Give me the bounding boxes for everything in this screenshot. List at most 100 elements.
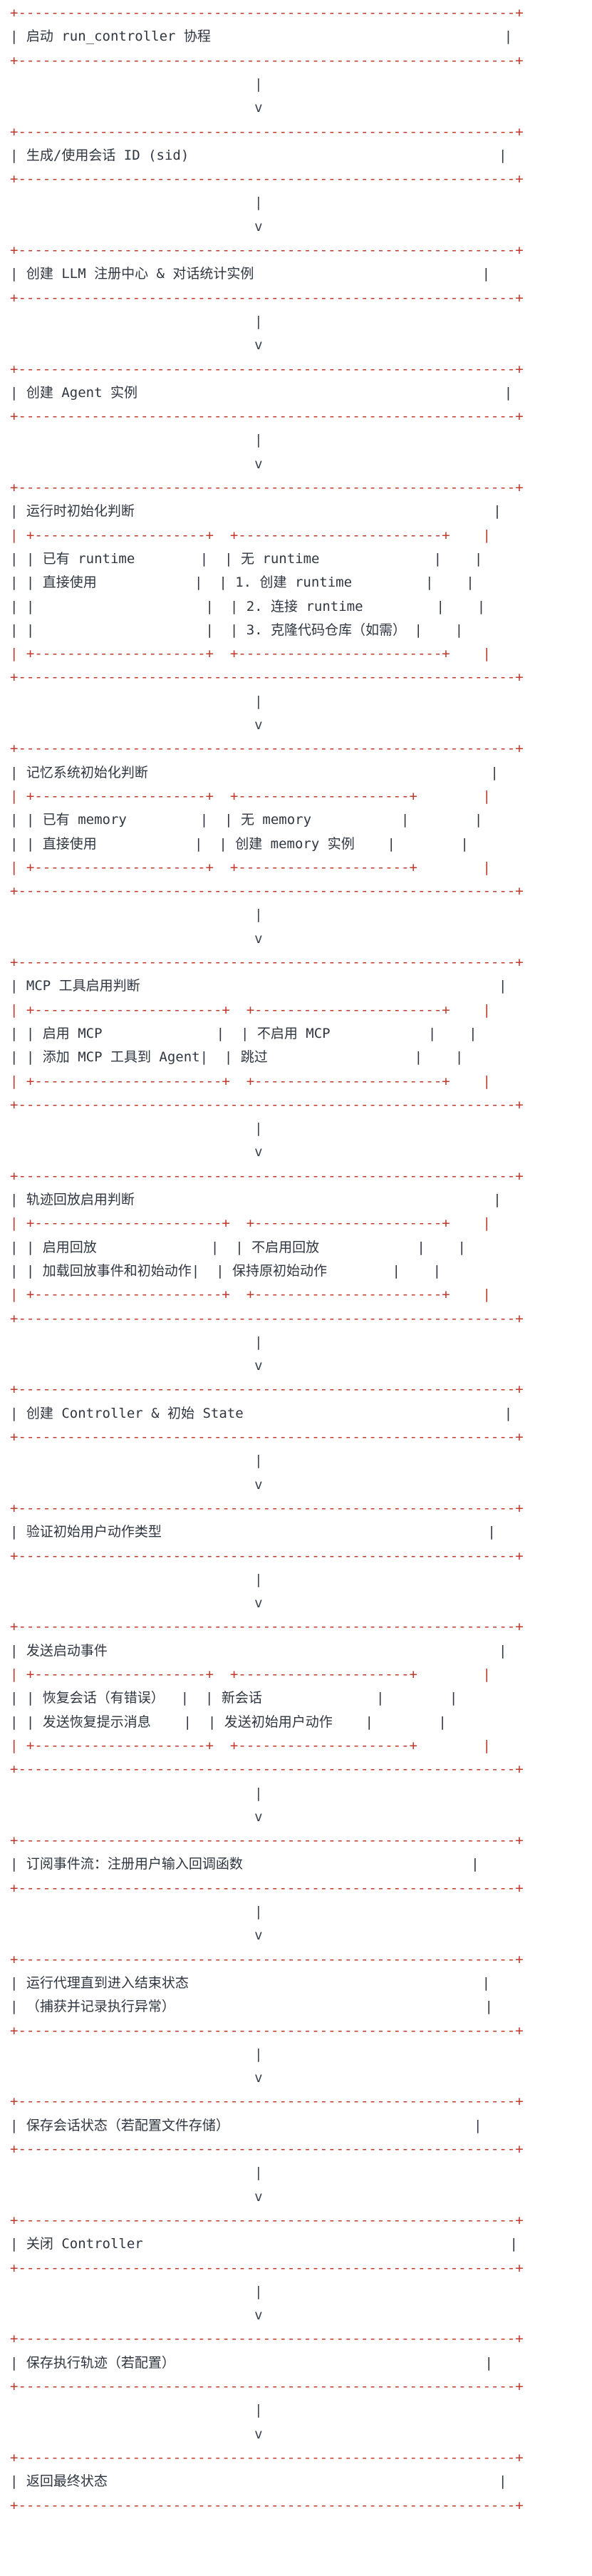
diagram-line: | | 恢复会话（有错误） | | 新会话 | | (10, 1690, 458, 1706)
diagram-line: v (10, 1476, 263, 1493)
diagram-line: | 创建 LLM 注册中心 & 对话统计实例 | (10, 266, 491, 282)
diagram-line: | +-----------------------+ +-----------… (10, 1001, 491, 1018)
diagram-line: +---------------------------------------… (10, 1096, 524, 1113)
diagram-line: | (10, 313, 263, 329)
diagram-line: v (10, 337, 263, 354)
diagram-line: | +---------------------+ +-------------… (10, 1737, 491, 1753)
diagram-line: v (10, 455, 263, 472)
diagram-line: | (10, 907, 263, 923)
diagram-line: | | 发送恢复提示消息 | | 发送初始用户动作 | | (10, 1714, 447, 1730)
diagram-line: | +-----------------------+ +-----------… (10, 1073, 491, 1089)
diagram-line: | (10, 76, 263, 92)
diagram-line: | | 启用回放 | | 不启用回放 | | (10, 1239, 466, 1255)
diagram-line: +---------------------------------------… (10, 2022, 524, 2039)
diagram-line: | (10, 2283, 263, 2299)
diagram-line: v (10, 1595, 263, 1612)
diagram-line: v (10, 2426, 263, 2442)
diagram-line: | 轨迹回放启用判断 | (10, 1192, 502, 1207)
diagram-line: +---------------------------------------… (10, 123, 524, 140)
diagram-line: | +-----------------------+ +-----------… (10, 1215, 491, 1232)
diagram-line: | +-----------------------+ +-----------… (10, 1287, 491, 1303)
diagram-line: | (10, 2165, 263, 2181)
diagram-line: | (10, 1334, 263, 1350)
diagram-line: +---------------------------------------… (10, 1761, 524, 1778)
diagram-line: v (10, 717, 263, 733)
diagram-line: | 运行时初始化判断 | (10, 503, 502, 520)
diagram-line: | (10, 1120, 263, 1137)
diagram-line: | +---------------------+ +-------------… (10, 1666, 491, 1682)
diagram-line: | 关闭 Controller | (10, 2236, 518, 2252)
diagram-line: | +---------------------+ +-------------… (10, 859, 491, 875)
diagram-line: | | 直接使用 | | 创建 memory 实例 | | (10, 835, 469, 852)
diagram-line: +---------------------------------------… (10, 289, 524, 306)
diagram-line: +---------------------------------------… (10, 1880, 524, 1896)
diagram-line: | 订阅事件流：注册用户输入回调函数 | (10, 1856, 479, 1872)
diagram-line: v (10, 1358, 263, 1374)
diagram-line: v (10, 1808, 263, 1825)
diagram-line: | +---------------------+ +-------------… (10, 788, 491, 804)
diagram-line: +---------------------------------------… (10, 2260, 524, 2276)
diagram-line: | (10, 1453, 263, 1469)
diagram-line: +---------------------------------------… (10, 1168, 524, 1184)
diagram-line: | +---------------------+ +-------------… (10, 527, 491, 543)
diagram-line: +---------------------------------------… (10, 741, 524, 757)
diagram-line: +---------------------------------------… (10, 1310, 524, 1326)
diagram-line: | (10, 432, 263, 448)
diagram-line: | (10, 1785, 263, 1801)
diagram-line: +---------------------------------------… (10, 361, 524, 377)
diagram-line: | 保存会话状态（若配置文件存储） | (10, 2117, 482, 2133)
diagram-line: +---------------------------------------… (10, 2497, 524, 2513)
diagram-line: | 验证初始用户动作类型 | (10, 1524, 496, 1540)
diagram-line: | 创建 Controller & 初始 State | (10, 1405, 513, 1421)
diagram-line: | 保存执行轨迹（若配置） | (10, 2354, 493, 2371)
diagram-line: | | 已有 runtime | | 无 runtime | | (10, 550, 483, 567)
diagram-line: | 返回最终状态 | (10, 2473, 507, 2490)
diagram-line: | (10, 693, 263, 709)
diagram-line: +---------------------------------------… (10, 2379, 524, 2394)
diagram-line: | (10, 2046, 263, 2062)
diagram-line: | | 加载回放事件和初始动作| | 保持原初始动作 | | (10, 1262, 442, 1279)
diagram-line: | | | | 3. 克隆代码仓库（如需） | | (10, 622, 464, 638)
diagram-line: +---------------------------------------… (10, 2093, 524, 2110)
diagram-line: | (10, 1571, 263, 1587)
diagram-line: +---------------------------------------… (10, 2331, 524, 2347)
diagram-line: | | 启用 MCP | | 不启用 MCP | | (10, 1025, 477, 1041)
diagram-line: v (10, 218, 263, 235)
diagram-line: +---------------------------------------… (10, 52, 524, 68)
diagram-line: | | 直接使用 | | 1. 创建 runtime | | (10, 575, 474, 591)
diagram-line: | (10, 1904, 263, 1920)
diagram-line: | 生成/使用会话 ID (sid) | (10, 147, 507, 163)
diagram-line: v (10, 1144, 263, 1160)
diagram-line: | 运行代理直到进入结束状态 | (10, 1974, 491, 1991)
diagram-line: +---------------------------------------… (10, 1833, 524, 1849)
diagram-line: +---------------------------------------… (10, 2212, 524, 2228)
diagram-line: | | 添加 MCP 工具到 Agent| | 跳过 | | (10, 1049, 464, 1066)
diagram-line: +---------------------------------------… (10, 1381, 524, 1398)
diagram-line: | (10, 195, 263, 211)
diagram-line: | 启动 run_controller 协程 | (10, 29, 513, 45)
diagram-line: | +---------------------+ +-------------… (10, 646, 491, 662)
diagram-line: +---------------------------------------… (10, 669, 524, 686)
diagram-line: +---------------------------------------… (10, 171, 524, 187)
diagram-line: +---------------------------------------… (10, 1619, 524, 1635)
diagram-line: | （捕获并记录执行异常） | (10, 1999, 493, 2015)
diagram-line: v (10, 930, 263, 947)
diagram-line: +---------------------------------------… (10, 1429, 524, 1445)
diagram-line: | | 已有 memory | | 无 memory | | (10, 812, 483, 828)
diagram-line: +---------------------------------------… (10, 242, 524, 258)
diagram-line: | 创建 Agent 实例 | (10, 384, 513, 401)
diagram-line: +---------------------------------------… (10, 954, 524, 970)
diagram-line: v (10, 2188, 263, 2205)
diagram-line: +---------------------------------------… (10, 5, 524, 21)
diagram-line: v (10, 100, 263, 116)
diagram-line: +---------------------------------------… (10, 1951, 524, 1967)
diagram-line: | 记忆系统初始化判断 | (10, 764, 499, 780)
diagram-line: | | | | 2. 连接 runtime | | (10, 598, 486, 614)
diagram-line: | (10, 2402, 263, 2418)
diagram-line: +---------------------------------------… (10, 883, 524, 900)
diagram-line: +---------------------------------------… (10, 2449, 524, 2466)
diagram-line: +---------------------------------------… (10, 2141, 524, 2157)
diagram-line: v (10, 2307, 263, 2324)
diagram-line: +---------------------------------------… (10, 1500, 524, 1516)
